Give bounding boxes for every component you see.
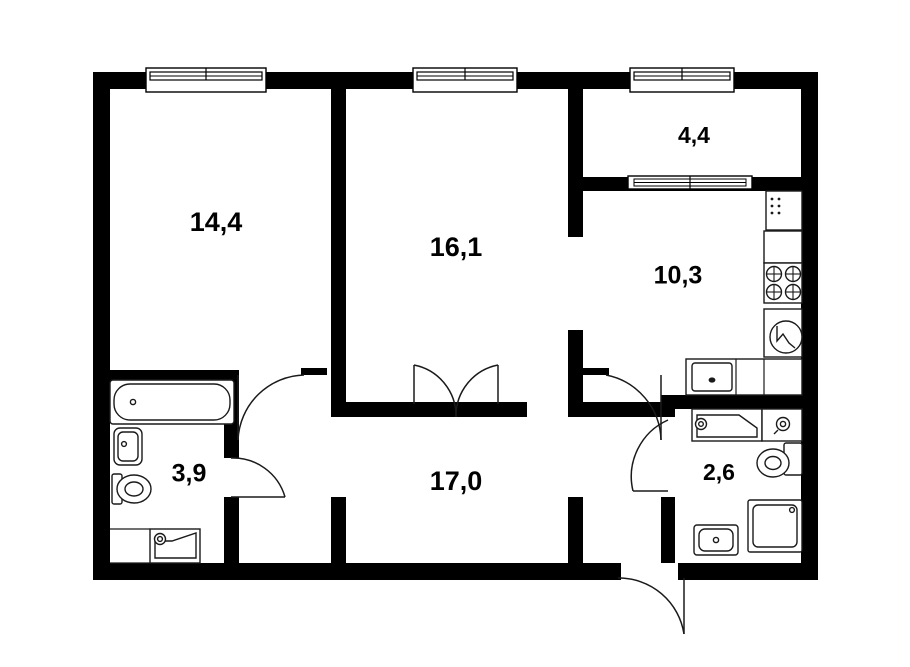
washbasin-icon-right <box>761 408 803 442</box>
stove-icon <box>763 262 803 304</box>
doors <box>230 364 685 635</box>
countertop-icon <box>763 230 803 264</box>
door-bathroom-left <box>230 457 286 498</box>
room-label-living-room-left: 14,4 <box>190 207 243 237</box>
wall-bath-left-right-low <box>224 497 239 563</box>
range-hood-icon <box>763 308 803 358</box>
wall-partition-b <box>568 72 583 237</box>
kitchen-sink-icon <box>685 358 803 396</box>
room-label-hallway: 17,0 <box>430 466 483 496</box>
wall-bath-right-top <box>675 395 818 409</box>
wall-kitchen-bath-right <box>661 395 675 417</box>
toilet-icon <box>111 473 152 505</box>
window-top-left <box>145 67 267 93</box>
window-balcony <box>627 175 753 190</box>
wall-bath-right-left <box>661 497 675 563</box>
wall-hall-nub-right <box>568 497 583 563</box>
shower-tray-icon <box>747 499 803 553</box>
room-label-kitchen: 10,3 <box>654 262 703 290</box>
room-label-living-room-center: 16,1 <box>430 232 483 262</box>
wall-exterior-bottom-right <box>678 563 818 580</box>
window-top-right <box>629 67 735 93</box>
room-label-balcony: 4,4 <box>678 122 710 148</box>
wall-exterior-right <box>801 72 818 580</box>
fixtures-kitchen <box>685 190 803 396</box>
wall-exterior-bottom-left <box>93 563 617 580</box>
door-living-left <box>237 368 327 441</box>
wall-partition-a-foot <box>331 402 527 417</box>
bathtub-icon <box>109 379 235 425</box>
room-label-bathroom-left: 3,9 <box>172 460 207 488</box>
washbasin-icon <box>113 427 143 466</box>
wall-hall-nub-left <box>331 497 346 563</box>
room-label-bathroom-right: 2,6 <box>703 459 735 485</box>
wall-partition-a <box>331 72 346 417</box>
wall-partition-b-lower <box>568 330 583 417</box>
wall-exterior-left <box>93 72 110 580</box>
room-labels: 14,4 16,1 4,4 10,3 3,9 17,0 2,6 <box>172 122 735 496</box>
washing-machine-icon <box>149 528 201 564</box>
window-top-center <box>412 67 518 93</box>
windows <box>145 67 753 190</box>
door-kitchen <box>583 368 662 441</box>
toilet-icon-right <box>756 442 803 478</box>
wall-partition-b-foot <box>583 402 661 417</box>
bathtub-corner-icon <box>691 408 763 442</box>
washbasin-icon-right-2 <box>693 524 739 556</box>
fixtures-bathroom-left <box>109 379 235 564</box>
fixtures-bathroom-right <box>691 408 803 556</box>
door-bathroom-right <box>630 419 669 492</box>
door-entrance <box>617 577 685 635</box>
door-living-center <box>413 364 499 418</box>
wall-entrance-jamb-right <box>678 563 687 580</box>
refrigerator-icon <box>765 190 803 231</box>
wall-entrance-jamb-left <box>612 563 621 580</box>
